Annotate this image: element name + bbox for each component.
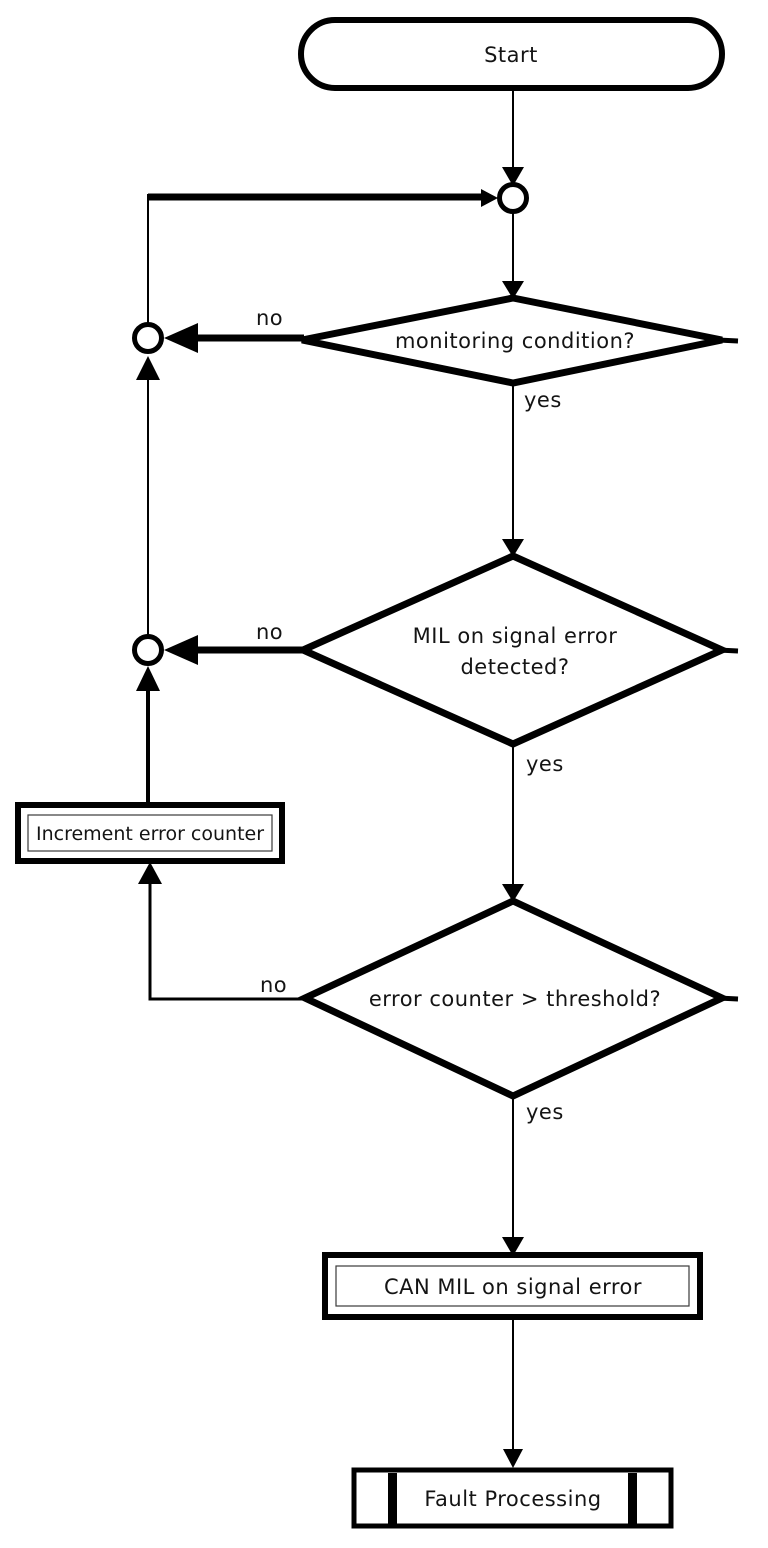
arrow-into-monitoring xyxy=(502,281,524,299)
merge-connector-2 xyxy=(132,634,164,666)
arrow-into-junction-left xyxy=(481,189,498,207)
no-branch-lines xyxy=(148,334,305,1001)
start-terminator-shape xyxy=(298,17,725,91)
decision-mil-label: MIL on signal error detected? xyxy=(345,621,685,683)
process-increment-label: Increment error counter xyxy=(35,823,265,845)
junction-connector xyxy=(497,182,529,214)
process-increment-inner-line xyxy=(27,814,273,852)
edge-label-monitoring-no: no xyxy=(256,306,284,330)
return-path-lines xyxy=(146,193,481,806)
decision-mil-label-line1: MIL on signal error xyxy=(412,624,618,648)
arrow-into-connector1-bottom xyxy=(136,356,160,380)
decision-threshold-label: error counter > threshold? xyxy=(368,987,662,1011)
predefined-fault-shape xyxy=(351,1467,674,1529)
arrow-into-fault xyxy=(503,1449,523,1468)
decision-monitoring-label: monitoring condition? xyxy=(394,329,636,353)
edge-label-threshold-no: no xyxy=(260,973,288,997)
process-can-mil-label: CAN MIL on signal error xyxy=(383,1275,643,1299)
edge-label-mil-no: no xyxy=(256,620,284,644)
edge-label-monitoring-yes: yes xyxy=(524,388,562,412)
process-can-mil-shape xyxy=(322,1252,703,1320)
arrow-into-increment xyxy=(138,862,162,884)
arrow-into-connector2-bottom xyxy=(136,666,160,691)
decision-mil-right-stub xyxy=(717,647,739,654)
process-increment-shape xyxy=(15,802,285,864)
merge-connector-1 xyxy=(132,322,164,354)
predefined-fault-label: Fault Processing xyxy=(424,1487,602,1511)
edge-label-threshold-yes: yes xyxy=(526,1100,564,1124)
arrow-into-junction-top xyxy=(502,167,524,186)
decision-monitoring-right-stub xyxy=(717,337,739,344)
decision-threshold-right-stub xyxy=(717,995,739,1002)
decision-monitoring-shape xyxy=(301,294,723,387)
arrow-into-mil xyxy=(502,539,524,557)
arrow-monitoring-no xyxy=(164,323,198,353)
decision-mil-shape xyxy=(294,552,731,748)
arrow-into-threshold xyxy=(502,884,524,902)
edge-threshold-no xyxy=(148,882,305,1001)
process-can-mil-inner-line xyxy=(335,1265,690,1307)
predefined-fault-left-bar xyxy=(388,1473,397,1524)
arrowheads xyxy=(136,167,524,1468)
arrow-mil-no xyxy=(164,635,198,665)
decision-mil-label-line2: detected? xyxy=(460,655,570,679)
decision-threshold-shape xyxy=(296,897,731,1100)
edge-label-mil-yes: yes xyxy=(526,752,564,776)
arrow-into-can-mil xyxy=(502,1237,524,1256)
predefined-fault-right-bar xyxy=(628,1473,637,1524)
start-label: Start xyxy=(484,43,538,67)
